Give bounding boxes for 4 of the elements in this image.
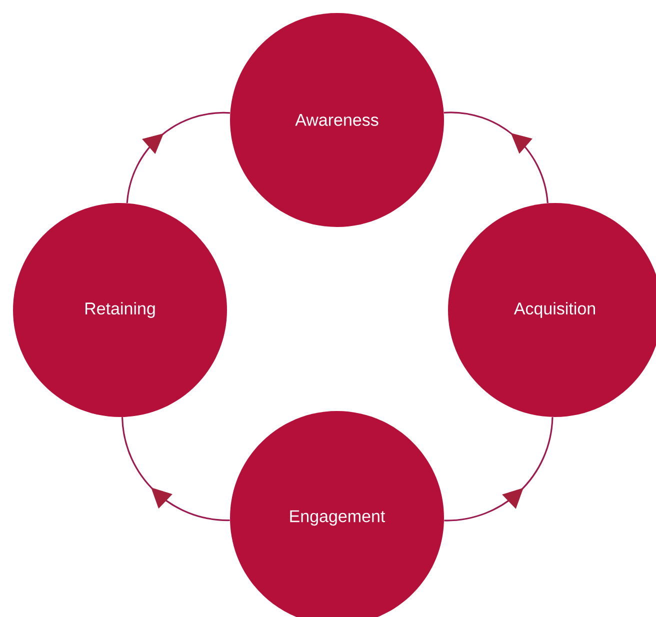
arrow — [444, 112, 548, 204]
arrow — [121, 417, 230, 522]
arrow — [126, 112, 230, 204]
arrow — [444, 417, 554, 522]
